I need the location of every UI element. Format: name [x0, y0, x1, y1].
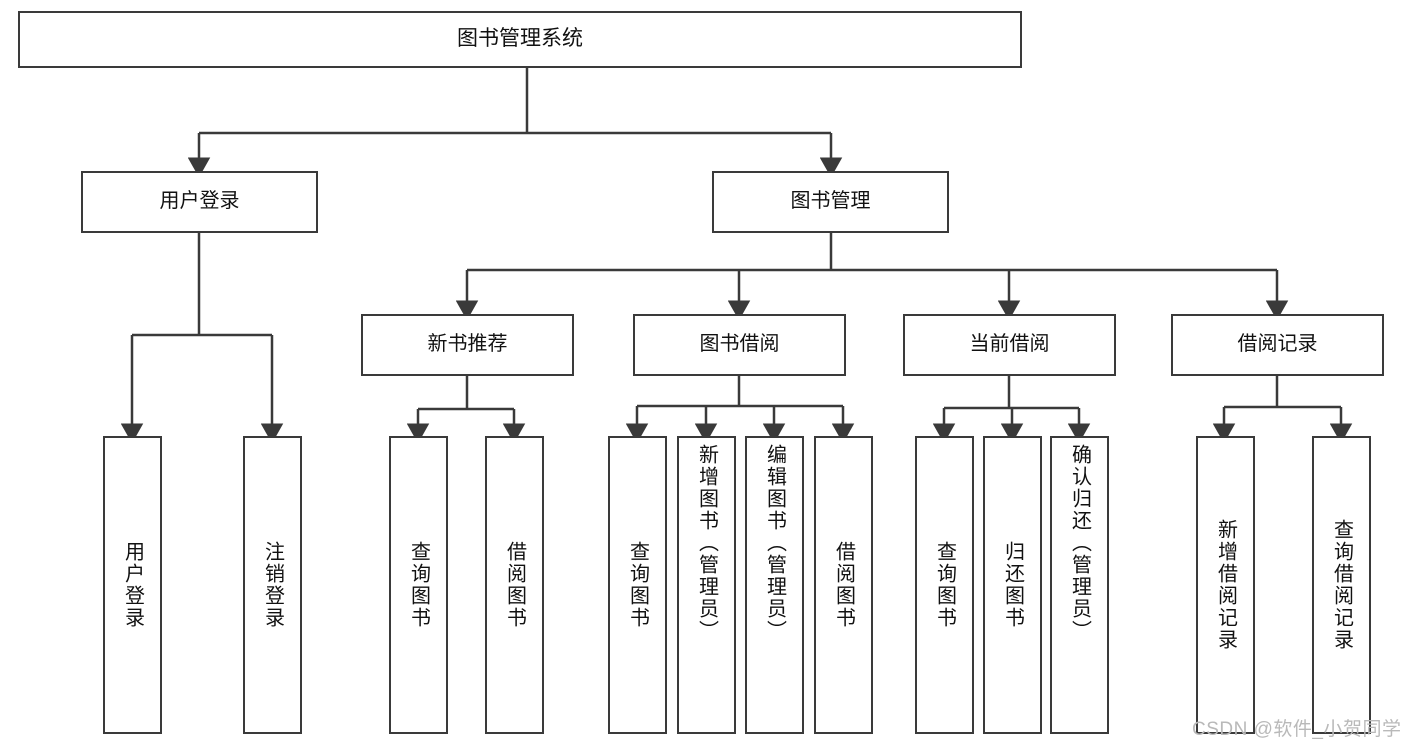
node-user-login[interactable]: 用户登录	[81, 171, 318, 233]
leaf-label: 查询借阅记录	[1330, 519, 1353, 651]
node-current-borrow[interactable]: 当前借阅	[903, 314, 1116, 376]
leaf-book-borrow-query-book[interactable]: 查询图书	[608, 436, 667, 734]
leaf-book-borrow-edit-book[interactable]: 编辑图书（管理员）	[745, 436, 804, 734]
leaf-label: 查询图书	[626, 541, 649, 629]
leaf-current-borrow-query-book[interactable]: 查询图书	[915, 436, 974, 734]
leaf-borrow-record-add-record[interactable]: 新增借阅记录	[1196, 436, 1255, 734]
leaf-user-login-logout[interactable]: 注销登录	[243, 436, 302, 734]
node-root-label: 图书管理系统	[457, 27, 583, 51]
leaf-current-borrow-confirm-return[interactable]: 确认归还（管理员）	[1050, 436, 1109, 734]
watermark: CSDN @软件_小贺同学	[1192, 719, 1402, 740]
node-new-book-recommend-label: 新书推荐	[427, 333, 508, 356]
node-book-management[interactable]: 图书管理	[712, 171, 949, 233]
node-root[interactable]: 图书管理系统	[18, 11, 1022, 68]
leaf-label: 新增借阅记录	[1214, 519, 1237, 651]
leaf-label: 确认归还（管理员）	[1068, 444, 1091, 642]
leaf-book-borrow-borrow-book[interactable]: 借阅图书	[814, 436, 873, 734]
leaf-label: 用户登录	[121, 541, 144, 629]
node-borrow-record[interactable]: 借阅记录	[1171, 314, 1384, 376]
leaf-label: 借阅图书	[832, 541, 855, 629]
leaf-label: 查询图书	[933, 541, 956, 629]
leaf-current-borrow-return-book[interactable]: 归还图书	[983, 436, 1042, 734]
node-book-borrow[interactable]: 图书借阅	[633, 314, 846, 376]
leaf-label: 编辑图书（管理员）	[763, 444, 786, 642]
node-user-login-label: 用户登录	[159, 190, 240, 213]
leaf-new-book-query-book[interactable]: 查询图书	[389, 436, 448, 734]
leaf-label: 查询图书	[407, 541, 430, 629]
leaf-label: 新增图书（管理员）	[695, 444, 718, 642]
leaf-label: 归还图书	[1001, 541, 1024, 629]
leaf-borrow-record-query-record[interactable]: 查询借阅记录	[1312, 436, 1371, 734]
node-borrow-record-label: 借阅记录	[1237, 333, 1318, 356]
leaf-new-book-borrow-book[interactable]: 借阅图书	[485, 436, 544, 734]
node-new-book-recommend[interactable]: 新书推荐	[361, 314, 574, 376]
node-book-management-label: 图书管理	[790, 190, 871, 213]
leaf-label: 注销登录	[261, 541, 284, 629]
node-book-borrow-label: 图书借阅	[699, 333, 780, 356]
leaf-book-borrow-add-book[interactable]: 新增图书（管理员）	[677, 436, 736, 734]
node-current-borrow-label: 当前借阅	[969, 333, 1050, 356]
leaf-user-login-login[interactable]: 用户登录	[103, 436, 162, 734]
leaf-label: 借阅图书	[503, 541, 526, 629]
